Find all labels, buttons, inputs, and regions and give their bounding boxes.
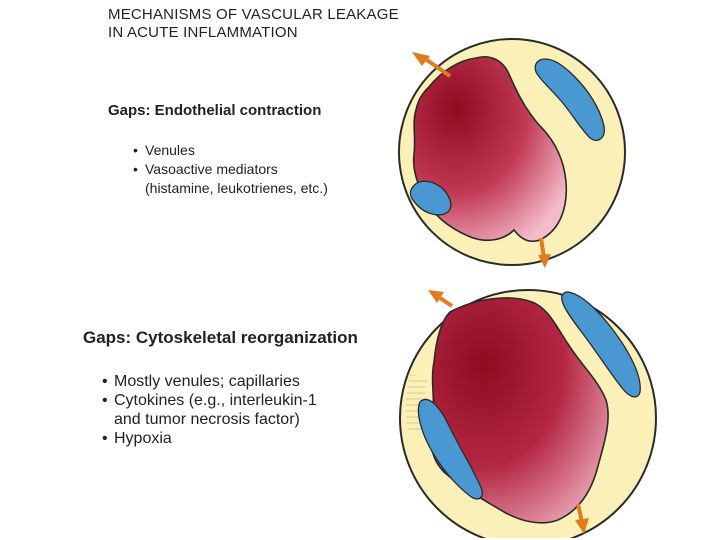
panel2-item-text: Mostly venules; capillaries bbox=[114, 373, 300, 390]
diagram-title: MECHANISMS OF VASCULAR LEAKAGE IN ACUTE … bbox=[108, 6, 399, 42]
panel1-item-text: Vasoactive mediators bbox=[145, 161, 278, 177]
panel2-item-hypoxia: • Hypoxia bbox=[102, 429, 317, 448]
panel2-item-text: Cytokines (e.g., interleukin-1 bbox=[114, 392, 317, 409]
leak-arrow-head-icon bbox=[412, 52, 430, 66]
panel2-item-continuation: and tumor necrosis factor) bbox=[102, 410, 317, 429]
panel2-item-venules: • Mostly venules; capillaries bbox=[102, 372, 317, 391]
title-line-1: MECHANISMS OF VASCULAR LEAKAGE bbox=[108, 6, 399, 24]
panel1-item-venules: • Venules bbox=[133, 141, 328, 160]
vessel-figure-contraction bbox=[390, 30, 630, 270]
bullet: • bbox=[133, 141, 138, 160]
panel2-heading: Gaps: Cytoskeletal reorganization bbox=[83, 328, 358, 348]
vessel-figure-reorganization bbox=[392, 282, 664, 538]
leak-arrow-icon bbox=[440, 298, 452, 306]
panel2-list: • Mostly venules; capillaries • Cytokine… bbox=[102, 372, 317, 448]
panel1-heading: Gaps: Endothelial contraction bbox=[108, 102, 321, 119]
title-line-2: IN ACUTE INFLAMMATION bbox=[108, 24, 399, 42]
panel1-item-mediators: • Vasoactive mediators bbox=[133, 160, 328, 179]
bullet: • bbox=[102, 372, 108, 391]
panel1-item-continuation: (histamine, leukotrienes, etc.) bbox=[133, 179, 328, 198]
bullet: • bbox=[102, 429, 108, 448]
bullet: • bbox=[133, 160, 138, 179]
panel1-item-text: Venules bbox=[145, 142, 195, 158]
panel2-item-cytokines: • Cytokines (e.g., interleukin-1 bbox=[102, 391, 317, 410]
panel1-list: • Venules • Vasoactive mediators (histam… bbox=[133, 141, 328, 198]
bullet: • bbox=[102, 391, 108, 410]
panel2-item-text: Hypoxia bbox=[114, 430, 172, 447]
